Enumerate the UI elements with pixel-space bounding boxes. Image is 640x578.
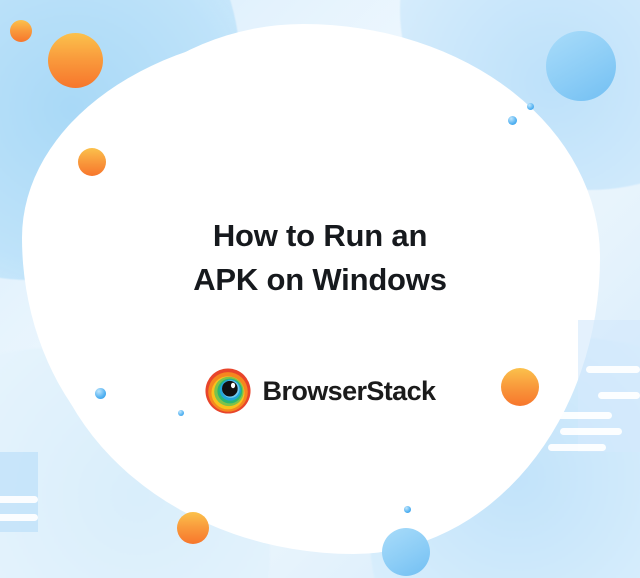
- decorative-circle-orange-bottom: [177, 512, 209, 544]
- page-title-line-2: APK on Windows: [193, 262, 447, 298]
- decorative-dot-blue: [527, 103, 534, 110]
- decorative-stripe: [0, 496, 38, 503]
- brand-logo-lockup: BrowserStack: [0, 368, 640, 414]
- decorative-stripe: [544, 412, 612, 419]
- decorative-stripe: [548, 444, 606, 451]
- decorative-circle-orange-small: [10, 20, 32, 42]
- decorative-dot-blue: [95, 388, 106, 399]
- decorative-circle-blue-large: [546, 31, 616, 101]
- decorative-stripe: [0, 514, 38, 521]
- decorative-circle-orange-mid: [78, 148, 106, 176]
- decorative-stripe: [586, 366, 640, 373]
- decorative-circle-orange-large: [48, 33, 103, 88]
- decorative-dot-blue: [404, 506, 411, 513]
- decorative-circle-orange-right: [501, 368, 539, 406]
- page-title-line-1: How to Run an: [212, 218, 428, 253]
- browserstack-eye-logo-icon: [205, 368, 251, 414]
- brand-name: BrowserStack: [262, 375, 436, 406]
- decorative-dot-blue: [508, 116, 517, 125]
- page-title: How to Run an APK on Windows: [0, 214, 640, 302]
- decorative-circle-blue-bottom: [382, 528, 430, 576]
- decorative-dot-blue: [178, 410, 184, 416]
- white-blob-shape-secondary: [21, 30, 542, 501]
- decorative-stripe: [598, 392, 640, 399]
- decorative-stripe: [560, 428, 622, 435]
